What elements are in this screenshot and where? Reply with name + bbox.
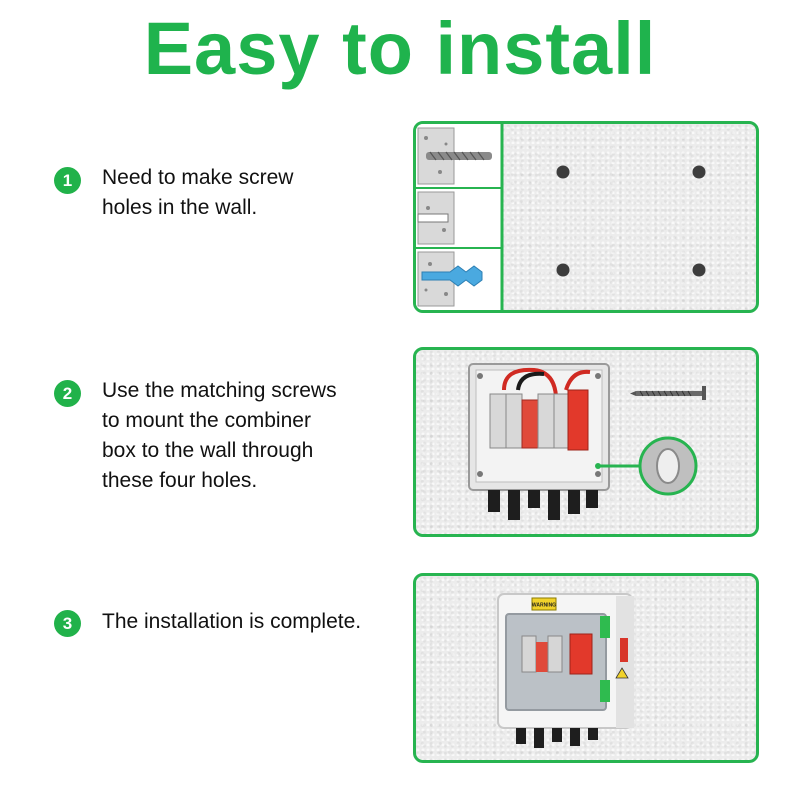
drilling-steps-diagram xyxy=(416,124,706,310)
step-3-number-badge: 3 xyxy=(54,610,81,637)
warning-sticker-text: WARNING xyxy=(532,603,556,609)
wall-holes-photo xyxy=(413,121,759,313)
mounting-photo xyxy=(413,347,759,537)
screw-icon xyxy=(630,386,706,400)
page-title: Easy to install xyxy=(143,7,657,90)
step-2-text: Use the matching screws to mount the com… xyxy=(102,379,337,492)
wall-hole-markers xyxy=(556,165,706,277)
step-1-number-badge: 1 xyxy=(54,167,81,194)
completed-installation-photo: WARNING xyxy=(413,573,759,763)
step-3-text: The installation is complete. xyxy=(102,610,362,633)
open-combiner-box-illustration xyxy=(468,363,706,520)
step-1-text: Need to make screw holes in the wall. xyxy=(102,166,294,219)
step-2-number-badge: 2 xyxy=(54,380,81,407)
closed-combiner-box-illustration: WARNING xyxy=(497,593,634,748)
